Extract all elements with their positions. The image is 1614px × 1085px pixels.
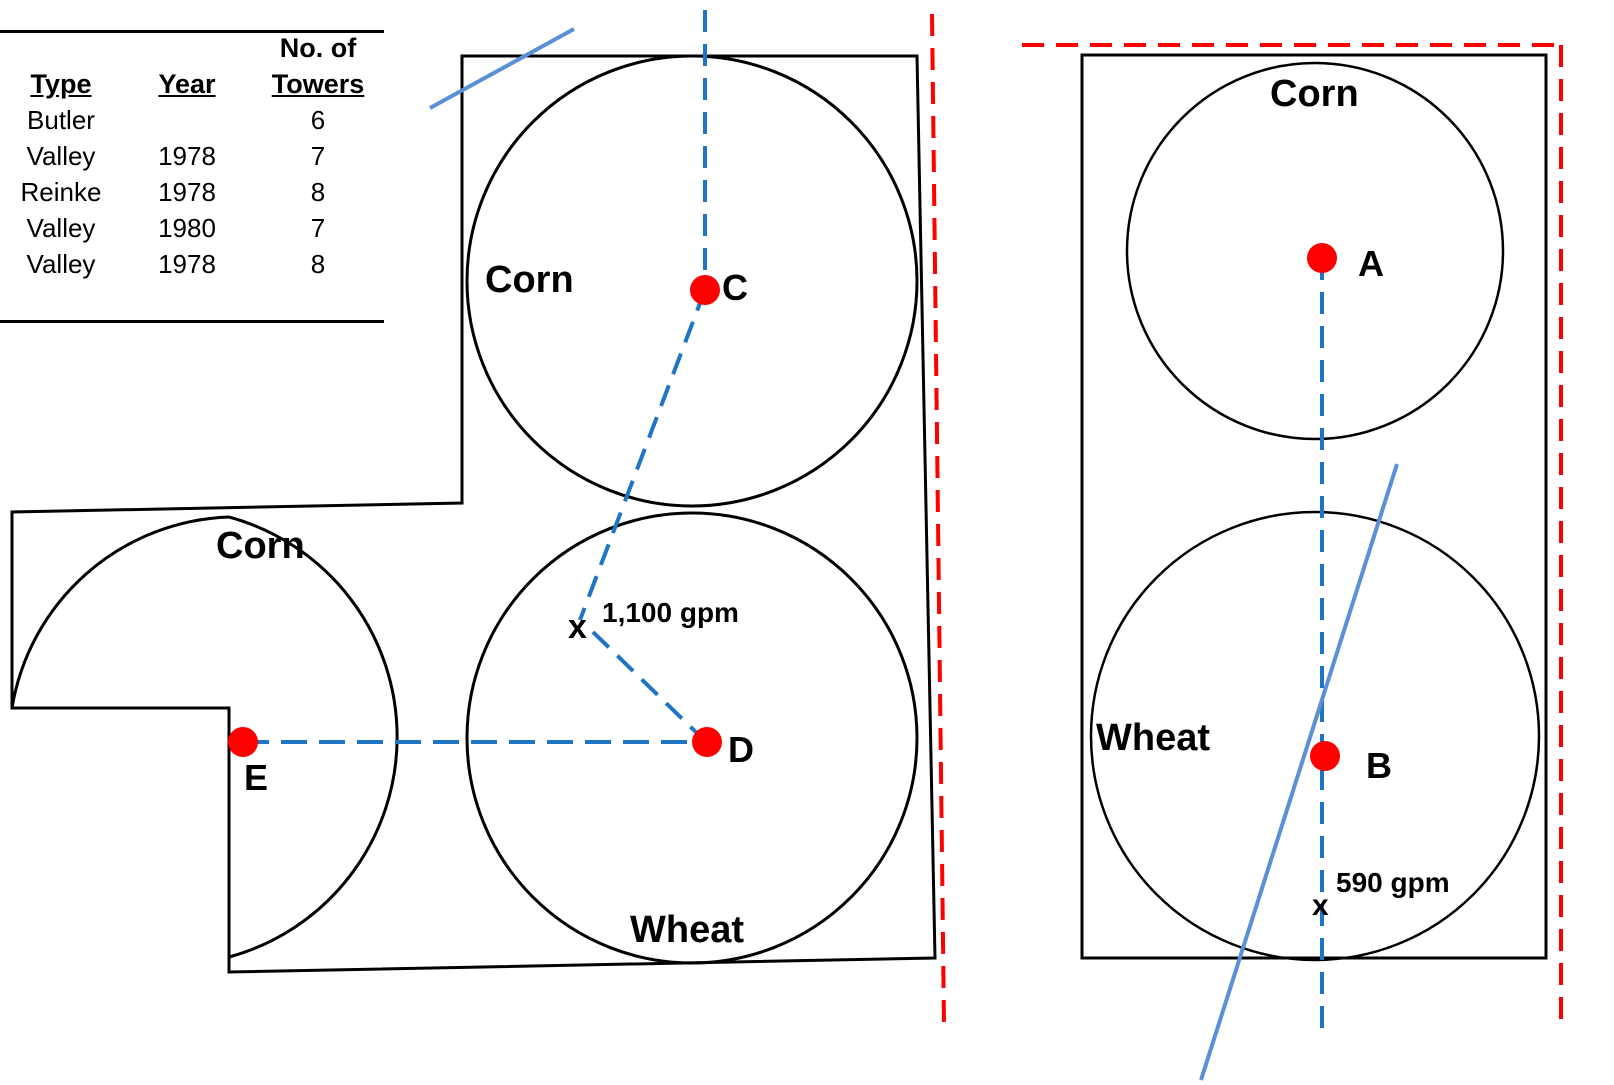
cell-type: Reinke: [20, 177, 102, 207]
left-quarter-arc: [10, 515, 230, 709]
right-field-boundary: [1080, 53, 1548, 960]
cell-towers: 8: [310, 177, 326, 207]
header-towers-line2: Towers: [271, 69, 365, 99]
table-row: Valley 1980 7: [0, 210, 384, 246]
cell-type: Butler: [27, 105, 95, 135]
right-bottom-circle: [1089, 510, 1541, 962]
pivot-e-point: [228, 727, 258, 757]
pivot-d-label: D: [728, 729, 754, 770]
right-corn-label: Corn: [1270, 73, 1359, 115]
right-wheat-label: Wheat: [1096, 717, 1210, 759]
header-type: Type: [30, 69, 92, 99]
right-well-marker: x: [1312, 889, 1329, 922]
table-bottom-rule: [0, 320, 384, 323]
cell-type: Valley: [26, 141, 96, 171]
table-row: Valley 1978 8: [0, 246, 384, 282]
pivot-c-label: C: [722, 267, 748, 308]
pipeline-well-d: [591, 630, 708, 744]
table-row: Valley 1978 7: [0, 138, 384, 174]
cell-year: 1978: [158, 177, 216, 207]
table-header-row: Type Year No. of Towers: [0, 28, 384, 102]
right-top-circle: [1125, 61, 1505, 441]
cell-towers: 7: [310, 141, 326, 171]
header-year: Year: [158, 69, 216, 99]
pipeline-c-well: [578, 289, 707, 621]
pivot-a-point: [1307, 243, 1337, 273]
cell-towers: 7: [310, 213, 326, 243]
table-top-rule: [0, 30, 384, 33]
left-well-marker: x: [568, 608, 587, 646]
left-solid-blue-line: [429, 27, 575, 110]
cell-year: 1978: [158, 249, 216, 279]
left-corn-left-label: Corn: [216, 525, 305, 567]
cell-year: 1980: [158, 213, 216, 243]
pivot-a-label: A: [1358, 243, 1384, 284]
left-field-boundary: [10, 54, 937, 974]
header-towers-line1: No. of: [279, 33, 357, 63]
pivot-d-point: [692, 727, 722, 757]
pivot-b-label: B: [1366, 745, 1392, 786]
tower-table: Type Year No. of Towers Butler 6 Valley …: [0, 28, 384, 282]
left-bottom-circle: [465, 511, 919, 965]
left-half-circle: [228, 515, 399, 959]
pivot-b-point: [1310, 741, 1340, 771]
cell-type: Valley: [26, 249, 96, 279]
right-well-rate: 590 gpm: [1336, 867, 1450, 898]
left-well-rate: 1,100 gpm: [602, 597, 739, 628]
left-corn-top-label: Corn: [485, 259, 574, 301]
cell-towers: 6: [310, 105, 326, 135]
pivot-c-point: [690, 275, 720, 305]
cell-type: Valley: [26, 213, 96, 243]
pivot-e-label: E: [244, 757, 268, 798]
header-towers: No. of Towers: [252, 28, 384, 102]
left-wheat-label: Wheat: [630, 909, 744, 951]
table-row: Reinke 1978 8: [0, 174, 384, 210]
cell-year: 1978: [158, 141, 216, 171]
cell-towers: 8: [310, 249, 326, 279]
left-top-circle: [465, 54, 919, 508]
right-solid-blue-line: [1199, 463, 1399, 1081]
table-row: Butler 6: [0, 102, 384, 138]
